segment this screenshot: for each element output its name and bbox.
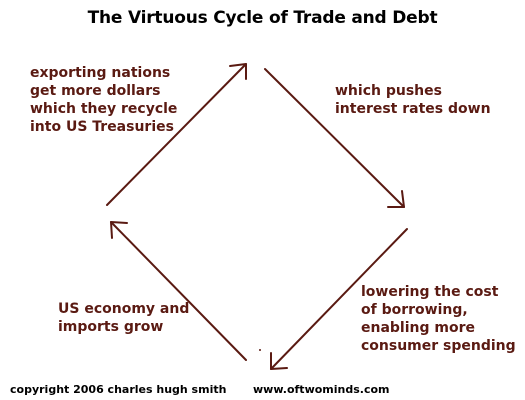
diagram-title: The Virtuous Cycle of Trade and Debt [87, 8, 438, 28]
step-line: get more dollars [30, 83, 161, 99]
step-line: which they recycle [30, 101, 178, 117]
step-line: US economy and [58, 301, 190, 317]
step-line: interest rates down [335, 101, 491, 117]
step-line: imports grow [58, 319, 164, 335]
arrow-to-top [106, 63, 247, 206]
arrow-to-bottom [270, 228, 408, 370]
step-line: into US Treasuries [30, 119, 174, 135]
step-line: exporting nations [30, 65, 171, 81]
copyright-notice: copyright 2006 charles hugh smith [10, 383, 227, 396]
step-line: lowering the cost [361, 284, 499, 300]
step-borrowing-cost: lowering the cost of borrowing, enabling… [361, 283, 516, 355]
step-line: enabling more [361, 320, 475, 336]
step-interest-rates: which pushes interest rates down [335, 82, 491, 118]
step-line: of borrowing, [361, 302, 468, 318]
website-url: www.oftwominds.com [253, 383, 390, 396]
step-exporting-nations: exporting nations get more dollars which… [30, 64, 177, 136]
step-economy-grows: US economy and imports grow [58, 300, 189, 336]
arrow-to-right [264, 68, 405, 208]
arrow-to-left [110, 221, 247, 361]
stray-dot [259, 349, 261, 351]
step-line: which pushes [335, 83, 442, 99]
step-line: consumer spending [361, 338, 516, 354]
